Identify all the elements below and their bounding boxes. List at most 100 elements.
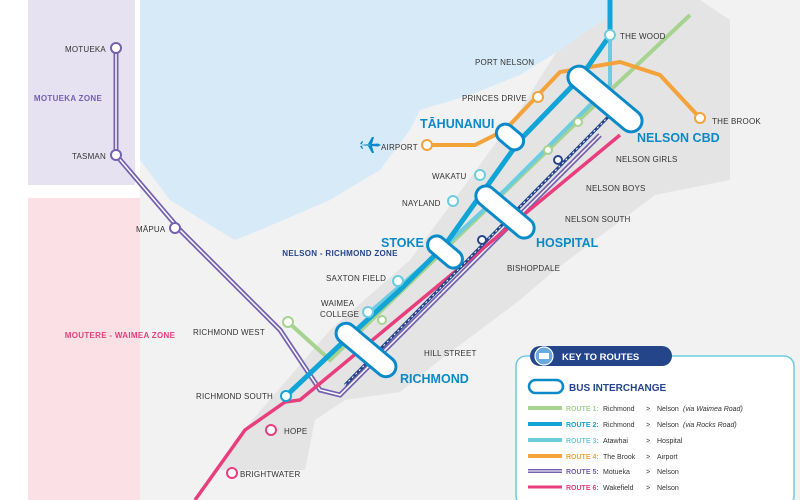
key-route-label: ROUTE 5: <box>566 469 599 476</box>
label-mapua: MĀPUA <box>136 225 166 234</box>
stop-waimea-college <box>362 306 374 318</box>
key-route-label: ROUTE 2: <box>566 422 599 429</box>
interchange-stoke <box>426 234 464 270</box>
stop-saxton-field <box>392 275 404 287</box>
key-route-arrow: > <box>646 454 650 461</box>
stop-nelson-boys <box>543 145 553 155</box>
key-route-arrow: > <box>646 406 650 413</box>
key-title-pill <box>530 346 672 366</box>
label-saxton-field: SAXTON FIELD <box>326 274 386 283</box>
label-richmond-south: RICHMOND SOUTH <box>196 392 273 401</box>
stop-the-wood <box>604 29 616 41</box>
route-2-line <box>284 0 613 398</box>
key-route-to: Nelson <box>657 485 679 492</box>
key-route-to: Nelson <box>657 422 679 429</box>
stop-bishopdale <box>477 235 487 245</box>
label-princes-drive: PRINCES DRIVE <box>462 94 527 103</box>
key-route-from: Motueka <box>603 469 630 476</box>
key-route-from: Richmond <box>603 422 635 429</box>
sea-area <box>140 0 610 240</box>
key-row-6: ROUTE 6: Wakefield > Nelson <box>528 485 679 492</box>
label-hill-street: HILL STREET <box>424 349 477 358</box>
label-nayland: NAYLAND <box>402 199 441 208</box>
key-row-5: ROUTE 5: Motueka > Nelson <box>528 469 679 476</box>
key-route-arrow: > <box>646 485 650 492</box>
key-route-arrow: > <box>646 438 650 445</box>
interchange-hospital <box>474 184 536 240</box>
key-row-3: ROUTE 3: Atawhai > Hospital <box>528 438 683 445</box>
label-airport: AIRPORT <box>381 143 418 152</box>
stop-nelson-south <box>553 155 563 165</box>
key-route-from: Atawhai <box>603 438 628 445</box>
interchange-tahunanui <box>494 122 526 152</box>
route-6-line <box>193 133 622 500</box>
stop-nelson-girls <box>573 117 583 127</box>
key-route-label: ROUTE 1: <box>566 406 599 413</box>
stop-the-brook <box>694 112 706 124</box>
motueka-zone-label: MOTUEKA ZONE <box>34 94 103 103</box>
key-route-to: Nelson <box>657 469 679 476</box>
key-route-to: Nelson <box>657 406 679 413</box>
stop-airport <box>421 139 433 151</box>
label-stoke: STOKE <box>381 236 424 250</box>
key-route-from: Wakefield <box>603 485 634 492</box>
key-route-to: Airport <box>657 454 678 461</box>
stop-richmond-south <box>280 390 292 402</box>
key-row-2: ROUTE 2: Richmond > Nelson (via Rocks Ro… <box>528 422 737 429</box>
stop-hill-street <box>377 315 387 325</box>
label-richmond: RICHMOND <box>400 372 469 386</box>
key-route-to: Hospital <box>657 438 683 445</box>
nelson-richmond-zone-area <box>220 0 730 470</box>
label-motueka: MOTUEKA <box>65 45 106 54</box>
motueka-zone-area <box>28 0 135 185</box>
key-title: KEY TO ROUTES <box>562 352 639 363</box>
interchange-nelson-cbd <box>566 64 644 134</box>
label-port-nelson: PORT NELSON <box>475 58 534 67</box>
route-5-trunk-dots <box>344 114 611 386</box>
stop-princes-drive <box>532 91 544 103</box>
label-tahunanui: TĀHUNANUI <box>420 117 494 131</box>
label-the-brook: THE BROOK <box>712 117 761 126</box>
key-route-arrow: > <box>646 422 650 429</box>
key-row-4: ROUTE 4: The Brook > Airport <box>528 454 678 461</box>
label-wakatu: WAKATU <box>432 172 467 181</box>
plane-icon <box>359 137 381 153</box>
label-richmond-west: RICHMOND WEST <box>193 328 265 337</box>
label-nelson-girls: NELSON GIRLS <box>616 155 678 164</box>
stop-wakatu <box>474 169 486 181</box>
route-4-line <box>427 59 702 147</box>
label-nelson-south: NELSON SOUTH <box>565 215 631 224</box>
key-interchange-label: BUS INTERCHANGE <box>569 383 667 394</box>
stop-nayland <box>447 195 459 207</box>
key-route-label: ROUTE 3: <box>566 438 599 445</box>
label-hope: HOPE <box>284 427 307 436</box>
label-nelson-cbd: NELSON CBD <box>637 131 720 145</box>
label-bishopdale: BISHOPDALE <box>507 264 560 273</box>
stop-mapua <box>169 222 181 234</box>
stop-tasman <box>110 149 122 161</box>
key-route-label: ROUTE 6: <box>566 485 599 492</box>
label-waimea-college-1: WAIMEA <box>321 299 355 308</box>
stop-brightwater <box>226 467 238 479</box>
stop-richmond-west <box>282 316 294 328</box>
key-route-via: (via Rocks Road) <box>683 422 737 429</box>
label-tasman: TASMAN <box>72 152 106 161</box>
key-interchange-symbol <box>527 378 565 395</box>
key-route-from: The Brook <box>603 454 636 461</box>
label-the-wood: THE WOOD <box>620 32 666 41</box>
label-brightwater: BRIGHTWATER <box>240 470 300 479</box>
label-waimea-college-2: COLLEGE <box>320 310 359 319</box>
nelson-richmond-zone-label: NELSON - RICHMOND ZONE <box>282 249 398 258</box>
moutere-zone-label: MOUTERE - WAIMEA ZONE <box>65 331 176 340</box>
key-row-1: ROUTE 1: Richmond > Nelson (via Waimea R… <box>528 406 743 413</box>
key-route-via: (via Waimea Road) <box>683 406 743 413</box>
stop-motueka <box>110 42 122 54</box>
stop-hope <box>265 424 277 436</box>
key-route-label: ROUTE 4: <box>566 454 599 461</box>
label-hospital: HOSPITAL <box>536 236 599 250</box>
key-panel: KEY TO ROUTES BUS INTERCHANGE ROUTE 1: R… <box>515 346 795 500</box>
key-route-from: Richmond <box>603 406 635 413</box>
key-route-arrow: > <box>646 469 650 476</box>
interchange-richmond <box>334 321 398 379</box>
